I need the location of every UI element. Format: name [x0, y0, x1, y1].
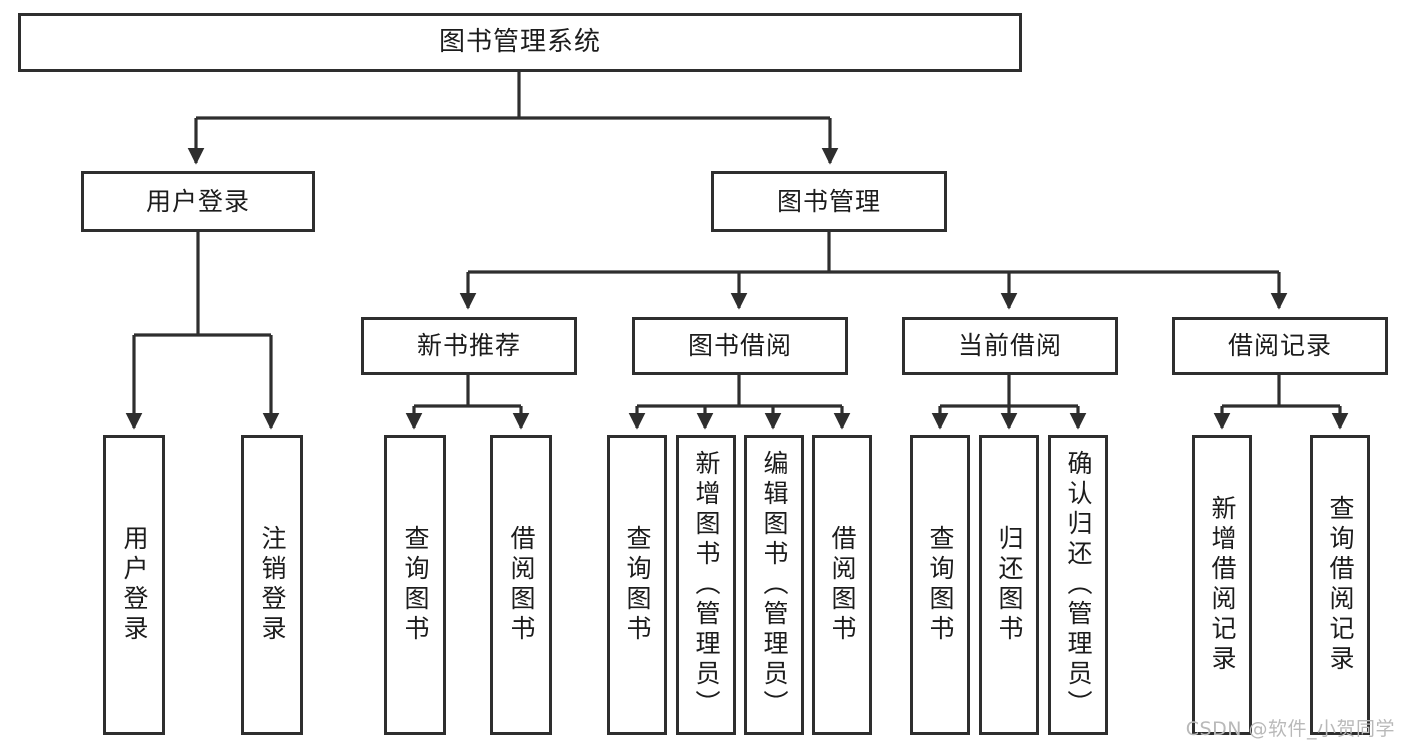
leaf-label: 借阅图书	[507, 525, 536, 645]
leaf-user-login-logout[interactable]: 注销登录	[241, 435, 303, 735]
leaf-borrow-borrow-book[interactable]: 借阅图书	[812, 435, 872, 735]
leaf-new-book-query[interactable]: 查询图书	[384, 435, 446, 735]
leaf-label: 编辑图书（管理员）	[760, 450, 789, 720]
node-current-borrow[interactable]: 当前借阅	[902, 317, 1118, 375]
node-user-login[interactable]: 用户登录	[81, 171, 315, 232]
leaf-label: 查询图书	[401, 525, 430, 645]
leaf-label: 用户登录	[120, 525, 149, 645]
leaf-borrow-query-book[interactable]: 查询图书	[607, 435, 667, 735]
leaf-label: 查询借阅记录	[1326, 495, 1355, 675]
leaf-borrow-edit-book-admin[interactable]: 编辑图书（管理员）	[744, 435, 804, 735]
leaf-label: 确认归还（管理员）	[1064, 450, 1093, 720]
leaf-current-confirm-return-admin[interactable]: 确认归还（管理员）	[1048, 435, 1108, 735]
node-root-system[interactable]: 图书管理系统	[18, 13, 1022, 72]
leaf-user-login-login[interactable]: 用户登录	[103, 435, 165, 735]
leaf-label: 借阅图书	[828, 525, 857, 645]
leaf-record-query-record[interactable]: 查询借阅记录	[1310, 435, 1370, 735]
leaf-label: 注销登录	[258, 525, 287, 645]
node-book-management[interactable]: 图书管理	[711, 171, 947, 232]
leaf-label: 新增图书（管理员）	[692, 450, 721, 720]
node-borrow-record[interactable]: 借阅记录	[1172, 317, 1388, 375]
node-new-book-recommend[interactable]: 新书推荐	[361, 317, 577, 375]
leaf-borrow-add-book-admin[interactable]: 新增图书（管理员）	[676, 435, 736, 735]
leaf-label: 查询图书	[926, 525, 955, 645]
leaf-label: 查询图书	[623, 525, 652, 645]
leaf-current-return-book[interactable]: 归还图书	[979, 435, 1039, 735]
leaf-record-add-record[interactable]: 新增借阅记录	[1192, 435, 1252, 735]
leaf-label: 新增借阅记录	[1208, 495, 1237, 675]
leaf-new-book-borrow[interactable]: 借阅图书	[490, 435, 552, 735]
leaf-label: 归还图书	[995, 525, 1024, 645]
leaf-current-query-book[interactable]: 查询图书	[910, 435, 970, 735]
node-book-borrow[interactable]: 图书借阅	[632, 317, 848, 375]
